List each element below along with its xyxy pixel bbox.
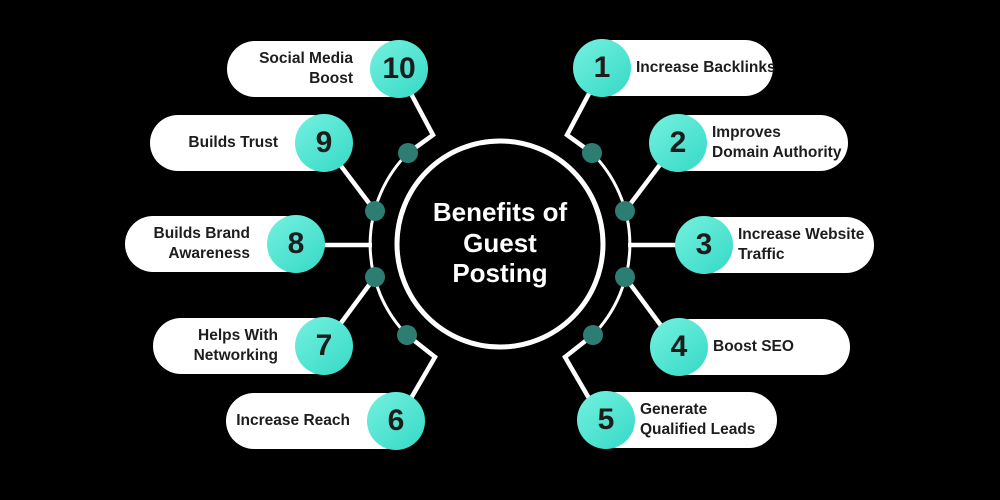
connector-line-1	[564, 86, 594, 155]
number-badge-7: 7	[295, 317, 353, 375]
benefit-label-6: Increase Reach	[236, 411, 350, 429]
center-title: Benefits of Guest Posting	[432, 197, 568, 289]
benefit-pill-1: 1 Increase Backlinks	[573, 39, 776, 97]
connector-line-4	[623, 275, 664, 329]
orbit-dot-10	[398, 143, 418, 163]
orbit-dot-2	[615, 201, 635, 221]
benefit-pill-3: 3 Increase Website Traffic	[675, 216, 874, 274]
benefit-label-3: Increase Website Traffic	[738, 225, 865, 263]
orbit-dot-4	[615, 267, 635, 287]
benefit-label-7: Helps With Networking	[193, 326, 278, 364]
connector-line-5	[562, 333, 595, 402]
number-badge-10: 10	[370, 40, 428, 98]
benefit-pill-4: 4 Boost SEO	[650, 318, 850, 376]
benefit-pill-9: Builds Trust 9	[150, 114, 353, 172]
connector-line-2	[623, 160, 664, 213]
benefit-pill-8: Builds Brand Awareness 8	[125, 215, 325, 273]
benefit-label-4: Boost SEO	[713, 337, 794, 355]
number-badge-2: 2	[649, 114, 707, 172]
benefit-label-8: Builds Brand Awareness	[153, 224, 250, 262]
connector-line-6	[405, 333, 438, 402]
orbit-dot-6	[397, 325, 417, 345]
benefit-label-5: Generate Qualified Leads	[640, 400, 756, 438]
orbit-arc-left	[368, 151, 410, 337]
number-badge-6: 6	[367, 392, 425, 450]
benefit-pill-10: Social Media Boost 10	[227, 40, 428, 98]
center-circle-ring	[394, 138, 606, 350]
number-badge-9: 9	[295, 114, 353, 172]
benefit-pill-7: Helps With Networking 7	[153, 317, 353, 375]
orbit-dot-5	[583, 325, 603, 345]
number-badge-8: 8	[267, 215, 325, 273]
benefit-label-10: Social Media Boost	[259, 49, 353, 87]
benefit-label-2: Improves Domain Authority	[712, 123, 842, 161]
connector-line-10	[406, 86, 436, 155]
number-badge-3: 3	[675, 216, 733, 274]
number-badge-5: 5	[577, 391, 635, 449]
benefit-label-1: Increase Backlinks	[636, 58, 776, 76]
connector-line-7	[336, 275, 377, 329]
benefit-pill-6: Increase Reach 6	[226, 392, 425, 450]
number-badge-1: 1	[573, 39, 631, 97]
orbit-dot-7	[365, 267, 385, 287]
benefit-pill-2: 2 Improves Domain Authority	[649, 114, 848, 172]
connector-line-9	[336, 160, 377, 213]
orbit-dot-1	[582, 143, 602, 163]
orbit-dot-9	[365, 201, 385, 221]
benefit-pill-5: 5 Generate Qualified Leads	[577, 391, 777, 449]
orbit-arc-right	[590, 151, 632, 337]
benefit-label-9: Builds Trust	[188, 133, 278, 151]
number-badge-4: 4	[650, 318, 708, 376]
